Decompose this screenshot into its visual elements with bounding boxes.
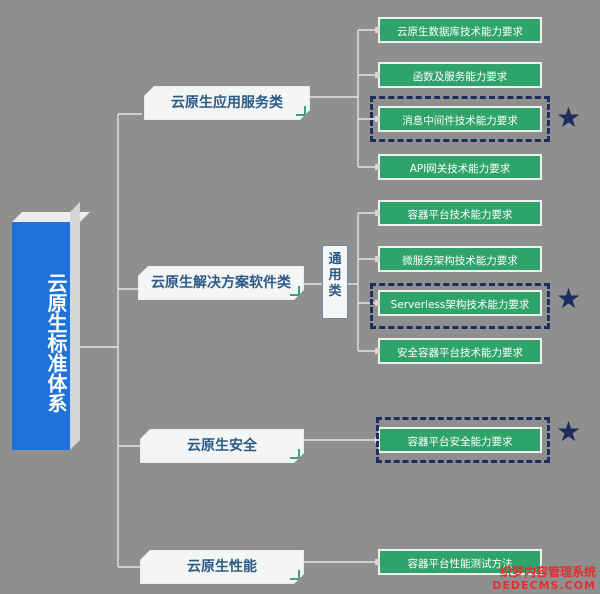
category-app-services: 云原生应用服务类 xyxy=(144,86,310,120)
star-icon: ★ xyxy=(556,415,582,448)
root-box-side xyxy=(70,202,80,450)
category-performance: 云原生性能 xyxy=(140,550,304,584)
item-serverless: Serverless架构技术能力要求 xyxy=(375,290,542,316)
item-database: 云原生数据库技术能力要求 xyxy=(375,17,542,43)
item-function-service: 函数及服务能力要求 xyxy=(375,62,542,88)
root-box xyxy=(12,222,70,450)
highlight-container-security xyxy=(376,417,550,463)
item-container-platform: 容器平台技术能力要求 xyxy=(375,200,542,226)
star-icon: ★ xyxy=(556,101,582,134)
root-title: 云原生标准体系 xyxy=(44,273,68,413)
item-microservice: 微服务架构技术能力要求 xyxy=(375,246,542,272)
category-solution-software: 云原生解决方案软件类 xyxy=(138,266,304,300)
watermark: 织梦内容管理系统 DEDECMS.COM xyxy=(492,565,596,592)
item-performance-test: 容器平台性能测试方法 xyxy=(375,549,542,575)
highlight-serverless xyxy=(370,283,550,329)
category-security: 云原生安全 xyxy=(140,429,304,463)
item-container-security: 容器平台安全能力要求 xyxy=(375,427,542,453)
item-secure-container: 安全容器平台技术能力要求 xyxy=(375,338,542,364)
highlight-message-middleware xyxy=(370,96,550,142)
item-message-middleware: 消息中间件技术能力要求 xyxy=(375,106,542,132)
general-label: 通 用 类 xyxy=(322,245,348,319)
star-icon: ★ xyxy=(556,282,582,315)
item-api-gateway: API网关技术能力要求 xyxy=(375,154,542,180)
